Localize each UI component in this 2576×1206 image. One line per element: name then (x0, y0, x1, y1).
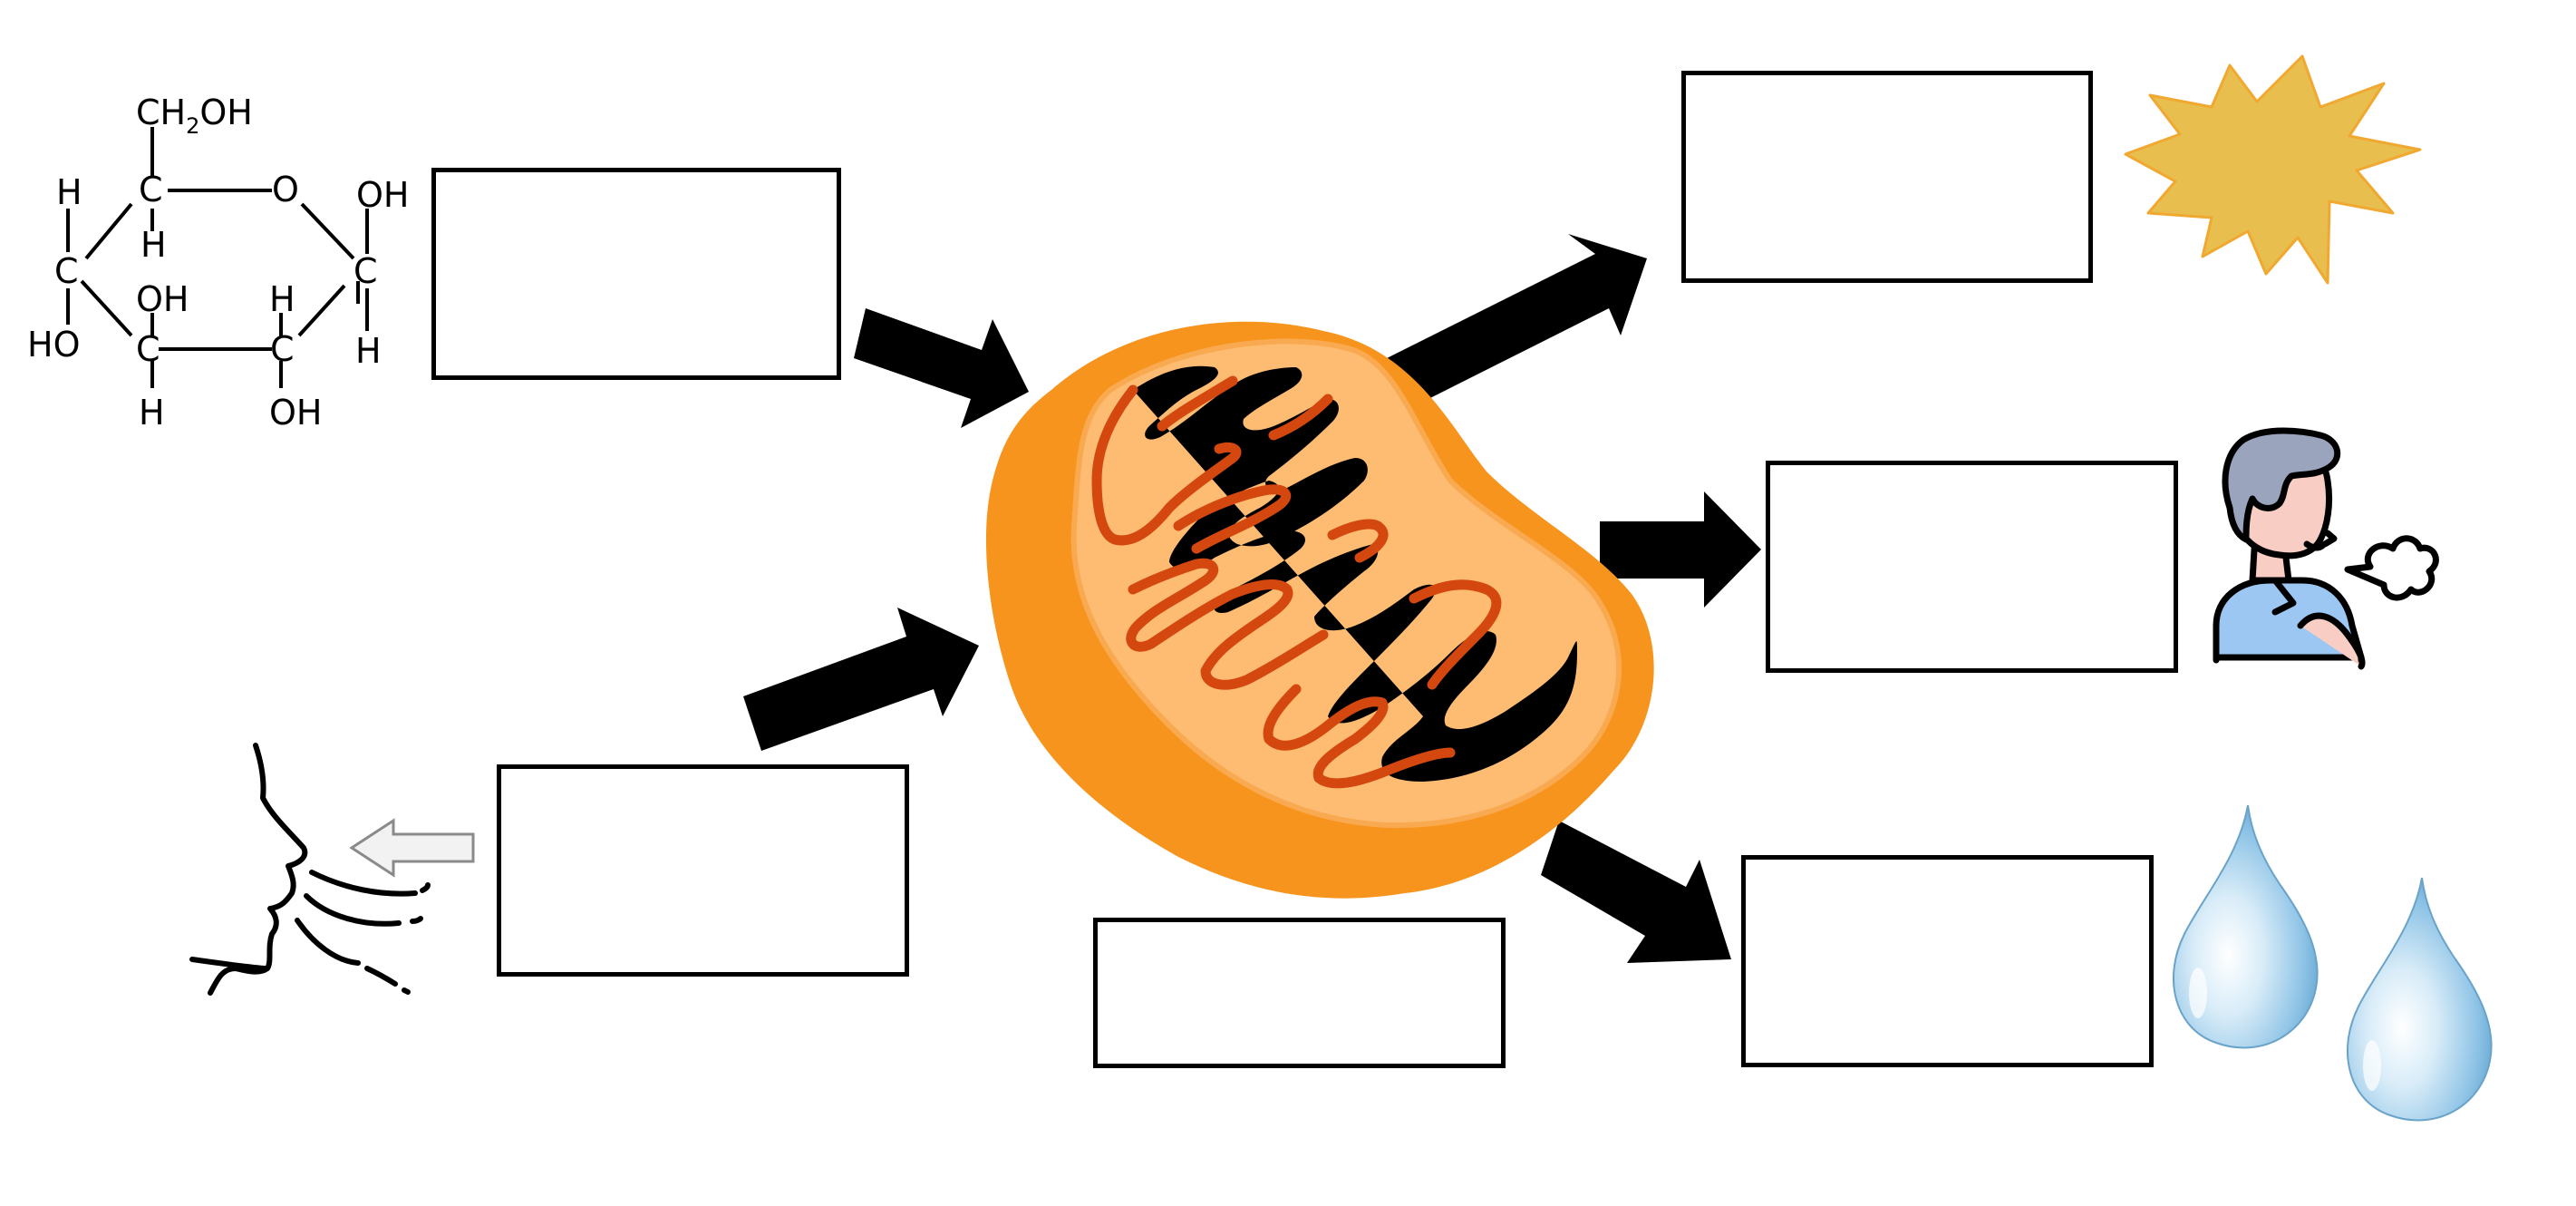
flow-arrows (743, 234, 1761, 963)
ho-label: HO (27, 325, 80, 365)
oxygen-input-text[interactable] (501, 769, 905, 972)
h-label: H (269, 279, 295, 319)
oh-label: OH (356, 175, 409, 215)
carbon-4-label: C (54, 251, 79, 291)
glucose-input-text[interactable] (436, 172, 837, 375)
h-label: H (355, 331, 382, 371)
mitochondrion-icon (985, 321, 1654, 899)
arrow-oxygen-to-mitochondrion (743, 608, 979, 751)
glucose-structure-icon (66, 127, 369, 388)
h-label: H (140, 225, 167, 265)
energy-output-box[interactable] (1681, 71, 2093, 283)
oh-label: OH (269, 393, 322, 433)
water-output-box[interactable] (1741, 855, 2154, 1067)
arrow-to-carbon-dioxide (1600, 491, 1761, 608)
ch2oh-label: CH2OH (136, 92, 253, 139)
organelle-label-text[interactable] (1098, 922, 1501, 1064)
carbon-2-label: C (270, 329, 295, 369)
arrow-to-energy (1387, 234, 1647, 408)
h-label: H (139, 393, 165, 433)
glucose-input-box[interactable] (431, 168, 841, 380)
carbon-dioxide-output-box[interactable] (1766, 461, 2178, 673)
oxygen-input-box[interactable] (497, 764, 909, 977)
glucose-atom-labels: CH2OH C O C C C C H H OH H OH HO H H OH (27, 92, 409, 433)
ring-oxygen-label: O (272, 170, 299, 209)
carbon-3-label: C (136, 329, 160, 369)
carbon-5-label: C (139, 170, 163, 209)
arrow-to-water (1541, 821, 1731, 963)
organelle-label-box[interactable] (1093, 918, 1506, 1068)
carbon-dioxide-output-text[interactable] (1770, 465, 2174, 668)
energy-output-text[interactable] (1686, 75, 2088, 278)
arrow-glucose-to-mitochondrion (854, 308, 1029, 428)
h-label: H (56, 172, 82, 212)
oh-label: OH (136, 279, 189, 319)
inhale-arrow-icon (349, 818, 475, 878)
carbon-1-label: C (353, 251, 378, 291)
water-drop-icon (2172, 804, 2319, 1049)
exhaling-person-icon (2213, 427, 2439, 670)
inhale-face-icon (189, 743, 431, 996)
water-drops-icon (2172, 804, 2493, 1122)
water-drop-icon (2346, 877, 2493, 1122)
mitochondrion-cristae (1133, 365, 1577, 782)
water-output-text[interactable] (1746, 860, 2149, 1063)
sunburst-icon (2124, 54, 2422, 285)
